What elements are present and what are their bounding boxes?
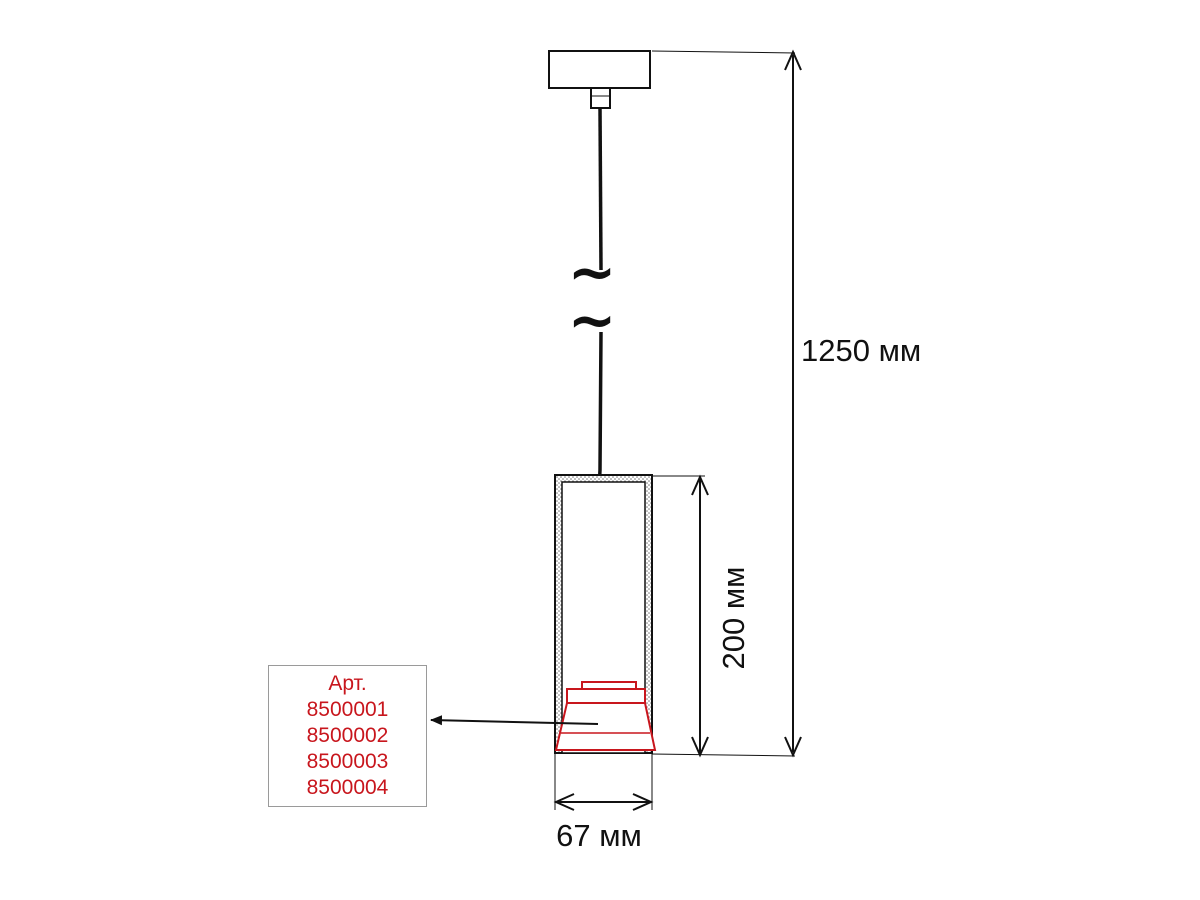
article-heading: Арт. bbox=[328, 672, 367, 695]
shade-width-label: 67 мм bbox=[556, 818, 642, 853]
shade-height-dimension bbox=[652, 474, 709, 758]
total-height-dimension bbox=[651, 49, 802, 758]
cable-break-symbol-upper: ~ bbox=[568, 238, 617, 306]
article-code: 8500001 bbox=[306, 698, 389, 721]
article-pointer-arrow bbox=[430, 715, 599, 726]
cable-break-symbol-lower: ~ bbox=[568, 286, 617, 354]
shade-width-dimension bbox=[553, 753, 654, 811]
shade-height-label: 200 мм bbox=[716, 567, 751, 670]
light-module bbox=[554, 681, 657, 751]
ceiling-canopy bbox=[548, 50, 651, 89]
article-numbers-box: Арт. 8500001 8500002 8500003 8500004 bbox=[268, 665, 427, 807]
cable-holder bbox=[590, 87, 611, 109]
total-height-label: 1250 мм bbox=[801, 333, 921, 368]
article-code: 8500003 bbox=[306, 750, 389, 773]
cable-upper bbox=[598, 107, 603, 271]
article-code: 8500002 bbox=[306, 724, 389, 747]
article-code: 8500004 bbox=[306, 776, 389, 799]
